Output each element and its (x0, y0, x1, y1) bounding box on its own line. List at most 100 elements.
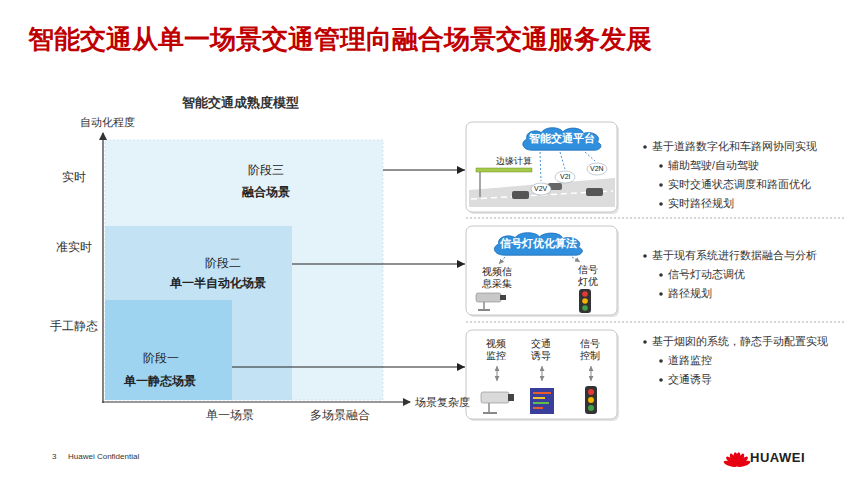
road-scene (469, 152, 615, 207)
node-text: 单一半自动化场景 (170, 276, 266, 290)
link-line (560, 152, 565, 169)
v2x-badge (555, 171, 575, 183)
scenario-panel: 信号灯优化算法视频信息采集 信号灯优 (466, 226, 617, 315)
node-heading: 边缘计算 (496, 156, 532, 167)
bullet-dots-part (659, 292, 663, 296)
static-systems-scene (481, 366, 597, 414)
slide-title: 智能交通从单一场景交通管理向融合场景交通服务发展 (28, 24, 652, 55)
node-text: V2N (590, 165, 604, 173)
stage-arrow (383, 170, 465, 171)
signal-optimisation-scene-part (582, 305, 588, 311)
platform-cloud: 智能交通平台 (519, 127, 605, 151)
traffic-light-icon (585, 386, 597, 414)
panel-box (466, 122, 617, 212)
bullet-text: 道路监控 (668, 354, 712, 367)
bullet-text: 实时交通状态调度和路面优化 (668, 178, 811, 191)
y-axis (102, 133, 103, 403)
huawei-logo-part (736, 459, 751, 468)
signal-optimisation-scene-part (582, 298, 588, 304)
node-heading: 阶段三 (248, 163, 284, 177)
bullet-text: 基于现有系统进行数据融合与分析 (652, 249, 817, 262)
axis-label: 智能交通成熟度模型 (182, 95, 299, 111)
bullet-dots-part (643, 254, 647, 258)
panel-box (466, 226, 617, 315)
guide-board-icon (530, 388, 554, 414)
axis-label: 单一场景 (206, 408, 254, 422)
bullet-dots-part (659, 183, 663, 187)
scenario-panel: 智能交通平台边缘计算 V2V V2I V2N (466, 122, 617, 212)
static-systems-scene-part (533, 407, 543, 409)
static-systems-scene-part (588, 389, 594, 395)
static-systems-scene-part (588, 397, 594, 403)
node-heading: 阶段一 (143, 351, 179, 365)
road (469, 178, 615, 207)
footer-text: HUAWEI (750, 450, 805, 466)
camera-mount (483, 302, 485, 309)
platform-cloud: 信号灯优化算法 (490, 232, 587, 256)
link-line (572, 257, 580, 262)
car (512, 191, 529, 199)
v2x-badge (587, 163, 607, 175)
signal-optimisation-scene (476, 257, 591, 313)
bullet-dots-part (643, 145, 647, 149)
axis-label: 多场景融合 (310, 408, 370, 422)
node-heading: 智能交通平台 (529, 132, 595, 145)
bullet-text: 基于烟囱的系统，静态手动配置实现 (652, 335, 828, 348)
roadside-pole (479, 170, 481, 197)
node-heading: 阶段二 (205, 256, 241, 270)
static-systems-scene-part (533, 402, 549, 404)
bullet-text: 辅助驾驶/自动驾驶 (668, 159, 759, 172)
separator-line (466, 322, 846, 323)
link-line (499, 257, 505, 264)
bullet-dots-part (659, 378, 663, 382)
x-axis (102, 401, 410, 402)
maturity-stage-area: 阶段一单一静态场景 (105, 300, 232, 400)
link-line (540, 152, 541, 181)
camera-base (478, 309, 490, 311)
node-text: 融合场景 (242, 185, 290, 199)
node-text: V2I (560, 173, 571, 181)
static-systems-scene-part (588, 405, 594, 411)
bullet-dots-part (659, 359, 663, 363)
node-heading: 视频监控 (486, 338, 508, 362)
node-heading: 信号灯优化算法 (500, 237, 577, 250)
node-text: 单一静态场景 (124, 374, 196, 388)
axis-label: 场景复杂度 (415, 396, 470, 409)
axis-label: 准实时 (56, 240, 92, 254)
camera-mount (488, 403, 490, 412)
node-text: 信号灯优 (578, 264, 600, 288)
axis-label: 自动化程度 (80, 116, 135, 129)
stage-area (105, 300, 232, 400)
static-systems-scene-part (533, 397, 545, 399)
stage-area (105, 226, 292, 400)
camera-base (483, 412, 497, 414)
bullet-text: 路径规划 (668, 287, 712, 300)
scenario-panel: 视频监控 交通诱导 信号控制 (466, 330, 617, 419)
separator-line (466, 218, 846, 219)
maturity-stage-area: 阶段一单一静态场景 阶段二单一半自动化场景 阶段三融合场景 (105, 140, 383, 400)
camera-icon (476, 293, 501, 302)
cloud-outline (494, 233, 582, 256)
maturity-stage-area: 阶段一单一静态场景 阶段二单一半自动化场景 (105, 226, 292, 400)
node-heading: 视频信息采集 (482, 266, 514, 290)
static-systems-scene-part (533, 392, 551, 394)
bullet-text: 基于道路数字化和车路网协同实现 (652, 140, 817, 153)
stage-area (105, 140, 383, 400)
bullet-text: 交通诱导 (668, 373, 712, 386)
node-text: 交通诱导 (531, 338, 553, 362)
bullet-text: 实时路径规划 (668, 197, 734, 210)
node-text: 信号控制 (580, 338, 602, 362)
two-way-arrow (591, 366, 592, 381)
camera-lens (508, 394, 514, 401)
footer-text: 3 (52, 452, 56, 462)
cloud-outline (523, 128, 601, 151)
stage-arrow (232, 367, 465, 368)
two-way-arrow (497, 366, 498, 381)
car (586, 188, 603, 196)
edge-device (476, 168, 532, 172)
signal-optimisation-scene-part (582, 291, 588, 297)
node-text: V2V (534, 185, 547, 193)
